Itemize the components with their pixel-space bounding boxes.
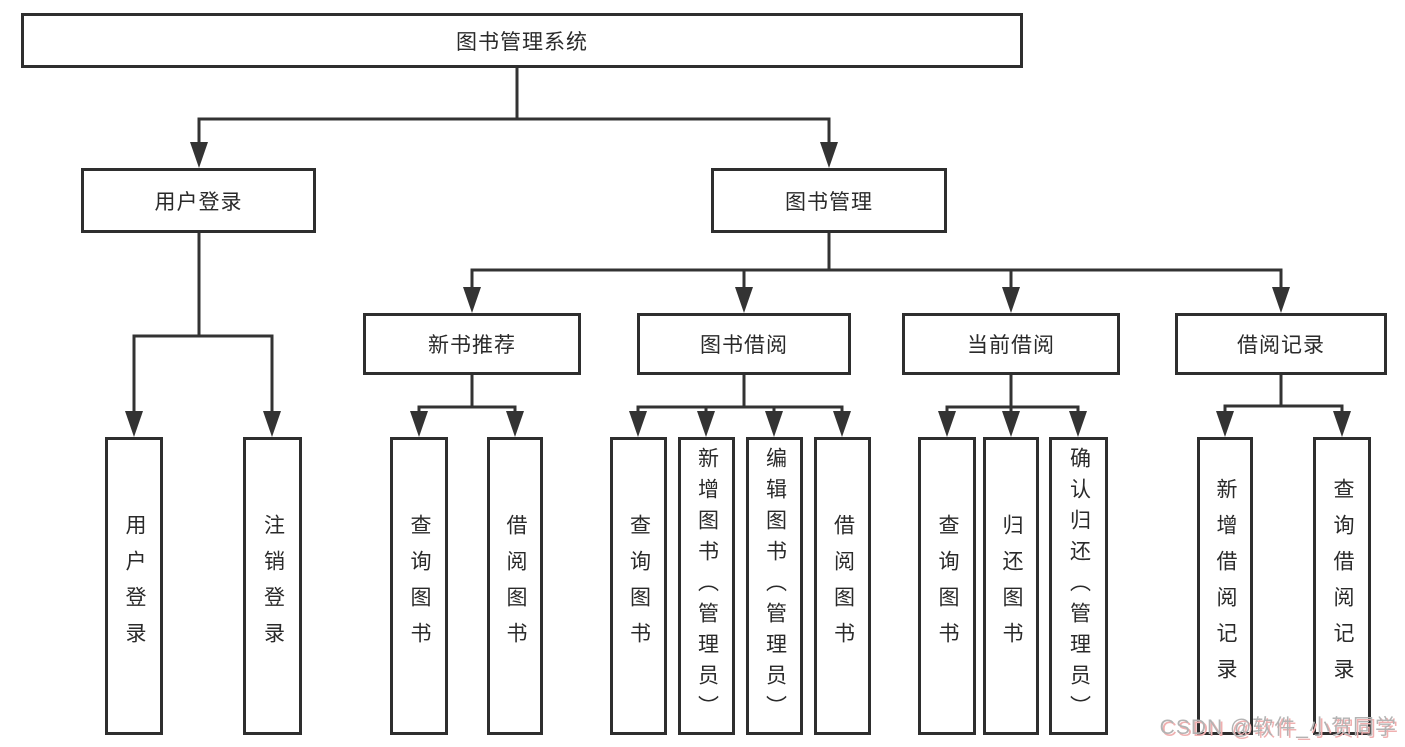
node-user-login: 用户登录: [81, 168, 316, 233]
arrowhead: [190, 142, 208, 168]
arrowhead: [629, 411, 647, 437]
arrowhead: [1333, 411, 1351, 437]
node-new-book-recommend: 新书推荐: [363, 313, 581, 375]
leaf-logout: 注销登录: [243, 437, 302, 735]
node-current-borrowing: 当前借阅: [902, 313, 1120, 375]
arrowhead: [765, 411, 783, 437]
connector-bookmgmt-to-level3: [470, 231, 1283, 290]
arrowhead: [125, 411, 143, 437]
connector-root-to-level2: [197, 66, 831, 145]
arrowhead: [938, 411, 956, 437]
arrowhead: [735, 287, 753, 313]
arrowhead: [833, 411, 851, 437]
csdn-watermark: CSDN @软件_小贺同学: [1159, 716, 1397, 739]
leaf-current-return-books: 归还图书: [983, 437, 1039, 735]
leaf-borrowing-add-books-admin: 新增图书（管理员）: [678, 437, 735, 735]
connector-currentborrow-to-leaves: [945, 373, 1080, 414]
leaf-current-query-books: 查询图书: [918, 437, 976, 735]
arrowhead: [463, 287, 481, 313]
connector-records-to-leaves: [1223, 373, 1344, 414]
arrowhead: [410, 411, 428, 437]
leaf-newbooks-borrow-books: 借阅图书: [487, 437, 543, 735]
arrowhead: [1272, 287, 1290, 313]
node-borrowing-records: 借阅记录: [1175, 313, 1387, 375]
leaf-borrowing-edit-books-admin: 编辑图书（管理员）: [746, 437, 803, 735]
connector-newbooks-to-leaves: [417, 373, 517, 414]
node-book-borrowing: 图书借阅: [637, 313, 851, 375]
leaf-user-login: 用户登录: [105, 437, 163, 735]
arrowhead: [1002, 411, 1020, 437]
leaf-borrowing-borrow-books: 借阅图书: [814, 437, 871, 735]
node-root-system: 图书管理系统: [21, 13, 1023, 68]
leaf-records-add-record: 新增借阅记录: [1197, 437, 1253, 735]
arrowhead: [263, 411, 281, 437]
arrowhead: [1216, 411, 1234, 437]
arrowheads: [125, 142, 1351, 437]
leaf-borrowing-query-books: 查询图书: [610, 437, 667, 735]
arrowhead: [820, 142, 838, 168]
arrowhead: [697, 411, 715, 437]
arrowhead: [1002, 287, 1020, 313]
connector-bookborrow-to-leaves: [636, 373, 844, 414]
node-book-management: 图书管理: [711, 168, 947, 233]
connector-userlogin-to-leaves: [132, 231, 274, 414]
arrowhead: [506, 411, 524, 437]
leaf-records-query-record: 查询借阅记录: [1313, 437, 1371, 735]
arrowhead: [1069, 411, 1087, 437]
leaf-current-confirm-return-admin: 确认归还（管理员）: [1049, 437, 1108, 735]
leaf-newbooks-query-books: 查询图书: [390, 437, 448, 735]
